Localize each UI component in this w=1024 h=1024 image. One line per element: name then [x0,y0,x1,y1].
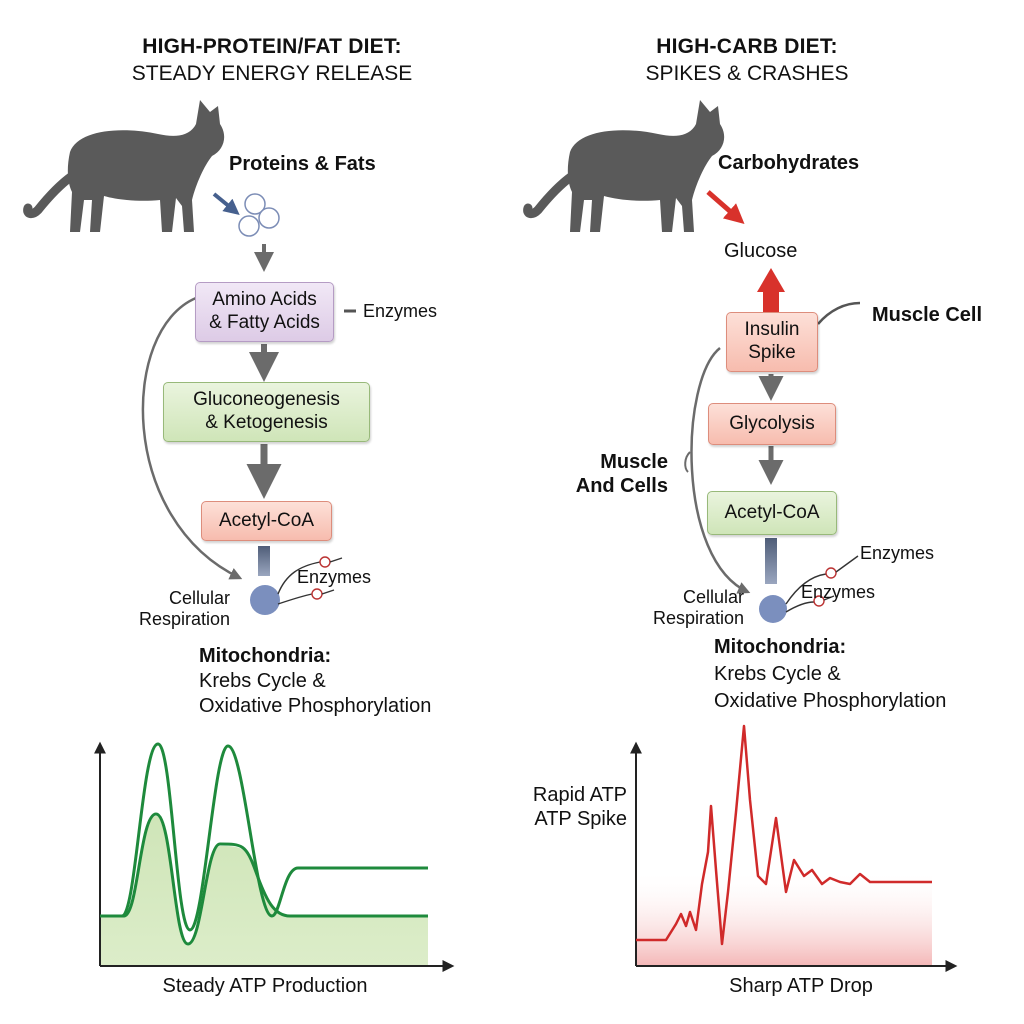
rapid-atp-label: Rapid ATP [532,784,627,806]
right-graph-side-label: Rapid ATP ATP Spike [503,784,627,831]
acetyl-coa-box-left: Acetyl-CoA [201,501,332,541]
graph-left [94,741,455,972]
arrow-into-carbs [706,190,745,224]
left-mito-title: Mitochondria: [199,645,332,667]
enzyme-icon-right [785,555,859,613]
acetyl-bar-left [258,546,270,576]
right-mito-line-2: Oxidative Phosphorylation [714,690,947,712]
amino-acids-line-1: Amino Acids [212,289,317,311]
gluconeogenesis-line-2: & Ketogenesis [205,412,328,433]
right-cellular-respiration: Cellular Respiration [638,587,744,629]
arrow-insulin-to-glucose [757,268,785,312]
right-cellular-line-2: Respiration [652,608,744,629]
left-mito-line-1: Krebs Cycle & [199,670,326,692]
amino-acids-box: Amino Acids& Fatty Acids [195,282,334,342]
graph-left-line-upper [100,742,428,932]
left-title: HIGH-PROTEIN/FAT DIET: [142,35,402,58]
right-input-label: Carbohydrates [718,152,860,174]
left-enzymes-mito: Enzymes [297,567,372,587]
left-mito-line-2: Oxidative Phosphorylation [199,695,432,717]
cat-icon-left [23,100,225,232]
muscle-and-cells-label: Muscle And Cells [548,451,668,498]
amino-acids-line-2: & Fatty Acids [209,312,320,333]
right-mito-title: Mitochondria: [714,636,847,658]
right-title: HIGH-CARB DIET: [656,35,838,58]
acetyl-bar-right [765,538,777,584]
cat-icon-right [523,100,725,232]
graph-left-fill [100,816,428,966]
right-subtitle: SPIKES & CRASHES [645,62,849,85]
right-graph-caption: Sharp ATP Drop [729,975,873,997]
right-mito-line-1: Krebs Cycle & [714,663,841,685]
muscle-cell-label: Muscle Cell [872,304,983,326]
atp-spike-label: ATP Spike [534,807,627,830]
bypass-arrow-left [141,296,243,580]
glucose-label: Glucose [724,240,798,262]
left-subtitle: STEADY ENERGY RELEASE [131,62,413,85]
left-cellular-line-1: Cellular [168,588,230,608]
enzyme-icon-left [277,556,343,605]
right-cellular-line-1: Cellular [682,587,744,607]
muscle-and-cells-line-1: Muscle [600,451,668,473]
bypass-arrow-right [690,347,751,594]
graph-right-line [636,724,932,946]
left-input-label: Proteins & Fats [229,153,376,175]
muscle-and-cells-line-2: And Cells [575,474,668,497]
gluconeogenesis-box: Gluconeogenesis& Ketogenesis [163,382,370,442]
muscle-cells-brace [684,451,691,473]
right-enzymes-a: Enzymes [860,543,935,563]
arrow-into-nutrients [212,192,240,216]
molecule-icon [238,193,280,237]
insulin-line-1: Insulin [744,319,800,341]
mitochondria-icon-left [250,585,280,615]
left-graph-caption: Steady ATP Production [162,975,368,997]
left-enzymes-side: Enzymes [363,301,438,321]
right-enzymes-b: Enzymes [801,582,876,602]
mitochondria-icon-right [759,595,787,623]
insulin-line-2: Spike [748,342,796,363]
acetyl-coa-box-right: Acetyl-CoA [707,491,837,535]
left-cellular-respiration: Cellular Respiration [126,588,230,630]
muscle-cell-connector [817,301,861,325]
left-cellular-line-2: Respiration [138,609,230,630]
gluconeogenesis-line-1: Gluconeogenesis [193,389,340,411]
graph-right [630,724,958,972]
glycolysis-box: Glycolysis [708,403,836,445]
graph-left-line-lower [100,812,428,946]
